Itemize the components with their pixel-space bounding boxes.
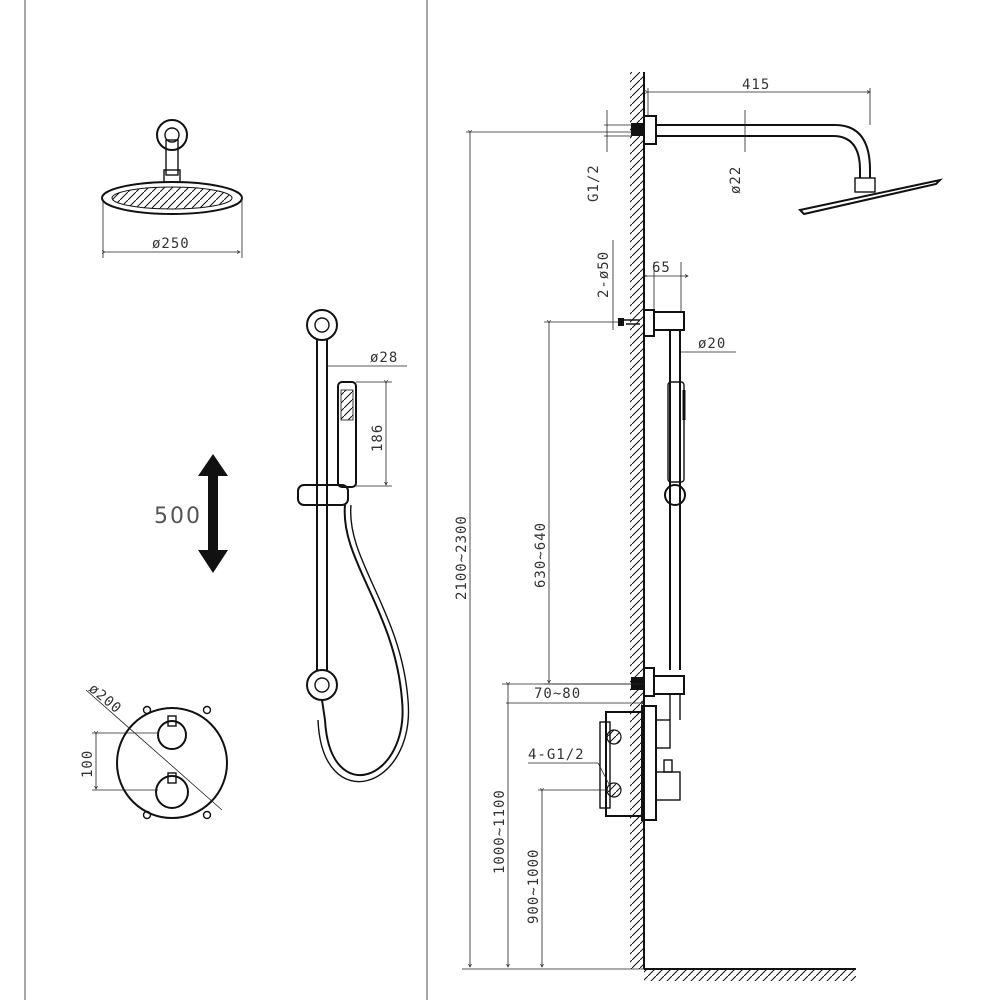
- rail-spacing-label: 630~640: [533, 522, 549, 588]
- valve-spacing-label: 100: [80, 750, 96, 778]
- slide-rail-view: ø28 186: [297, 309, 410, 783]
- handset-diameter-label: ø28: [370, 350, 398, 366]
- double-arrow-icon: [198, 454, 228, 573]
- concealed-valve-side: 70~80 4-G1/2 900~1000 1000~1100: [492, 684, 681, 967]
- slide-travel-label: 500: [154, 504, 202, 529]
- inlet-thread-label: G1/2: [586, 164, 602, 202]
- head-diameter-label: ø250: [152, 236, 190, 252]
- total-height-label: 2100~2300: [454, 515, 470, 600]
- bracket-offset-label: 65: [652, 260, 671, 276]
- rail-diameter-label: ø20: [698, 336, 726, 352]
- rain-shower-head-view: ø250: [101, 119, 243, 258]
- valve-depth-label: 70~80: [534, 686, 581, 702]
- bracket-screws-label: 2-ø50: [596, 251, 612, 298]
- shower-arm-side: 415 G1/2 ø22: [466, 77, 944, 216]
- handset-length-label: 186: [370, 424, 386, 452]
- outlet-height-label: 1000~1100: [492, 789, 508, 874]
- valve-plate-view: ø200 100: [80, 681, 228, 820]
- arm-diameter-label: ø22: [728, 166, 744, 194]
- slide-travel-indicator: 500: [154, 454, 228, 573]
- frame: [24, 0, 428, 1000]
- valve-height-label: 900~1000: [526, 849, 542, 924]
- slide-rail-side: 65 2-ø50 ø20 630~640: [533, 240, 736, 697]
- arm-length-label: 415: [742, 77, 770, 93]
- overall-height-dimension: 2100~2300: [454, 133, 644, 970]
- plate-diameter-label: ø200: [85, 681, 124, 718]
- valve-ports-label: 4-G1/2: [528, 747, 585, 763]
- wall-and-floor: [630, 72, 856, 981]
